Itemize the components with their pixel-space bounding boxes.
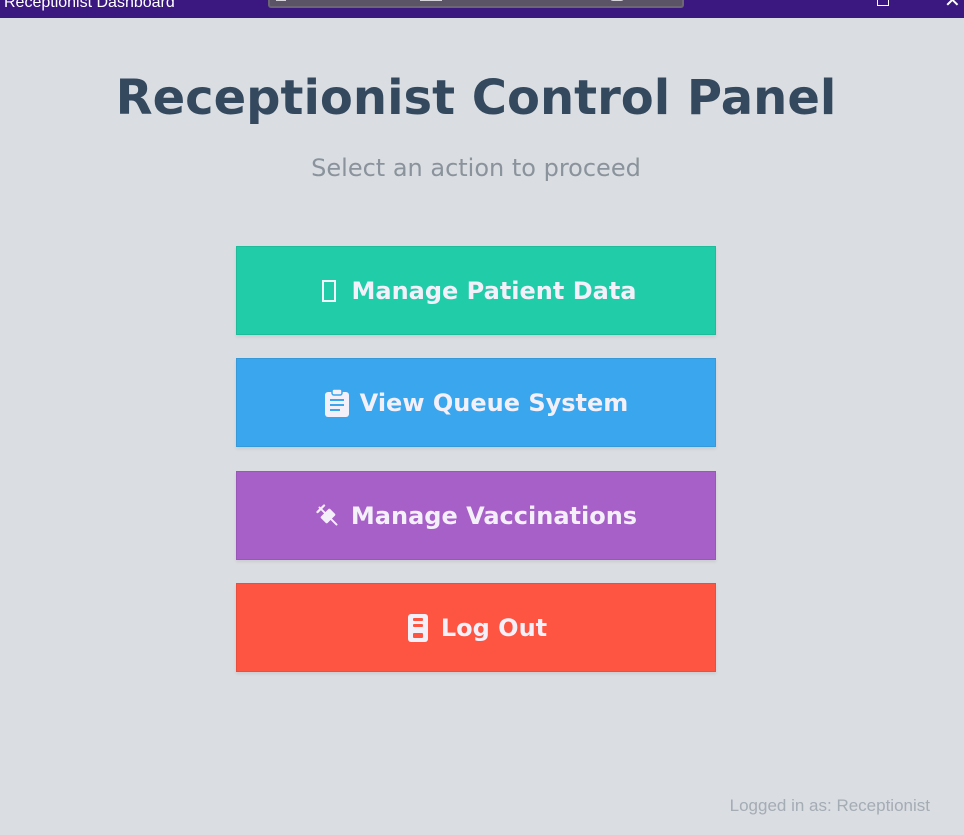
door-icon (405, 613, 431, 643)
page-subtitle: Select an action to proceed (311, 154, 641, 182)
window-titlebar: Receptionist Dashboard ✕ (0, 0, 964, 18)
clipboard-icon (324, 387, 350, 418)
view-queue-system-label: View Queue System (359, 388, 629, 417)
logged-in-status: Logged in as: Receptionist (729, 796, 930, 815)
manage-vaccinations-button[interactable]: Manage Vaccinations (236, 471, 716, 560)
syringe-icon (315, 501, 341, 531)
window-toolbar-strip[interactable] (268, 0, 684, 8)
maximize-icon[interactable] (877, 0, 889, 6)
log-out-label: Log Out (440, 613, 548, 642)
manage-vaccinations-label: Manage Vaccinations (350, 501, 638, 530)
manage-patient-data-label: Manage Patient Data (351, 276, 637, 305)
manage-patient-data-button[interactable]: Manage Patient Data (236, 246, 716, 335)
window-title: Receptionist Dashboard (4, 0, 175, 11)
missing-glyph-icon (316, 276, 342, 306)
page-title: Receptionist Control Panel (115, 70, 837, 126)
view-queue-system-button[interactable]: View Queue System (236, 358, 716, 447)
close-icon[interactable]: ✕ (944, 0, 961, 12)
log-out-button[interactable]: Log Out (236, 583, 716, 672)
